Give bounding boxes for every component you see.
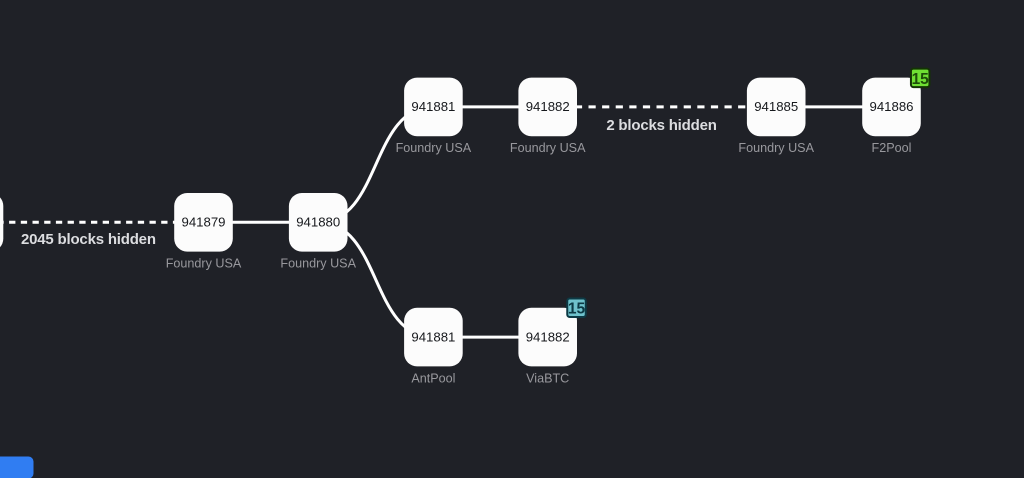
svg-text:2045 blocks hidden: 2045 blocks hidden xyxy=(21,231,156,248)
svg-text:AntPool: AntPool xyxy=(411,371,455,385)
svg-text:2 blocks hidden: 2 blocks hidden xyxy=(606,117,716,134)
svg-text:941882: 941882 xyxy=(526,329,570,344)
svg-text:Foundry USA: Foundry USA xyxy=(510,141,586,155)
svg-text:941886: 941886 xyxy=(869,99,913,114)
svg-text:Foundry USA: Foundry USA xyxy=(280,257,356,271)
svg-text:941879: 941879 xyxy=(181,215,225,230)
svg-text:941881: 941881 xyxy=(411,99,455,114)
svg-text:941885: 941885 xyxy=(754,99,798,114)
svg-text:Foundry USA: Foundry USA xyxy=(166,257,242,271)
svg-text:Foundry USA: Foundry USA xyxy=(738,141,814,155)
svg-text:F2Pool: F2Pool xyxy=(872,141,912,155)
svg-text:941880: 941880 xyxy=(296,215,340,230)
svg-text:Foundry USA: Foundry USA xyxy=(396,141,472,155)
svg-text:15: 15 xyxy=(912,71,930,88)
svg-text:15: 15 xyxy=(568,301,586,318)
svg-text:941881: 941881 xyxy=(411,329,455,344)
svg-text:941882: 941882 xyxy=(526,99,570,114)
svg-text:ViaBTC: ViaBTC xyxy=(526,371,569,385)
